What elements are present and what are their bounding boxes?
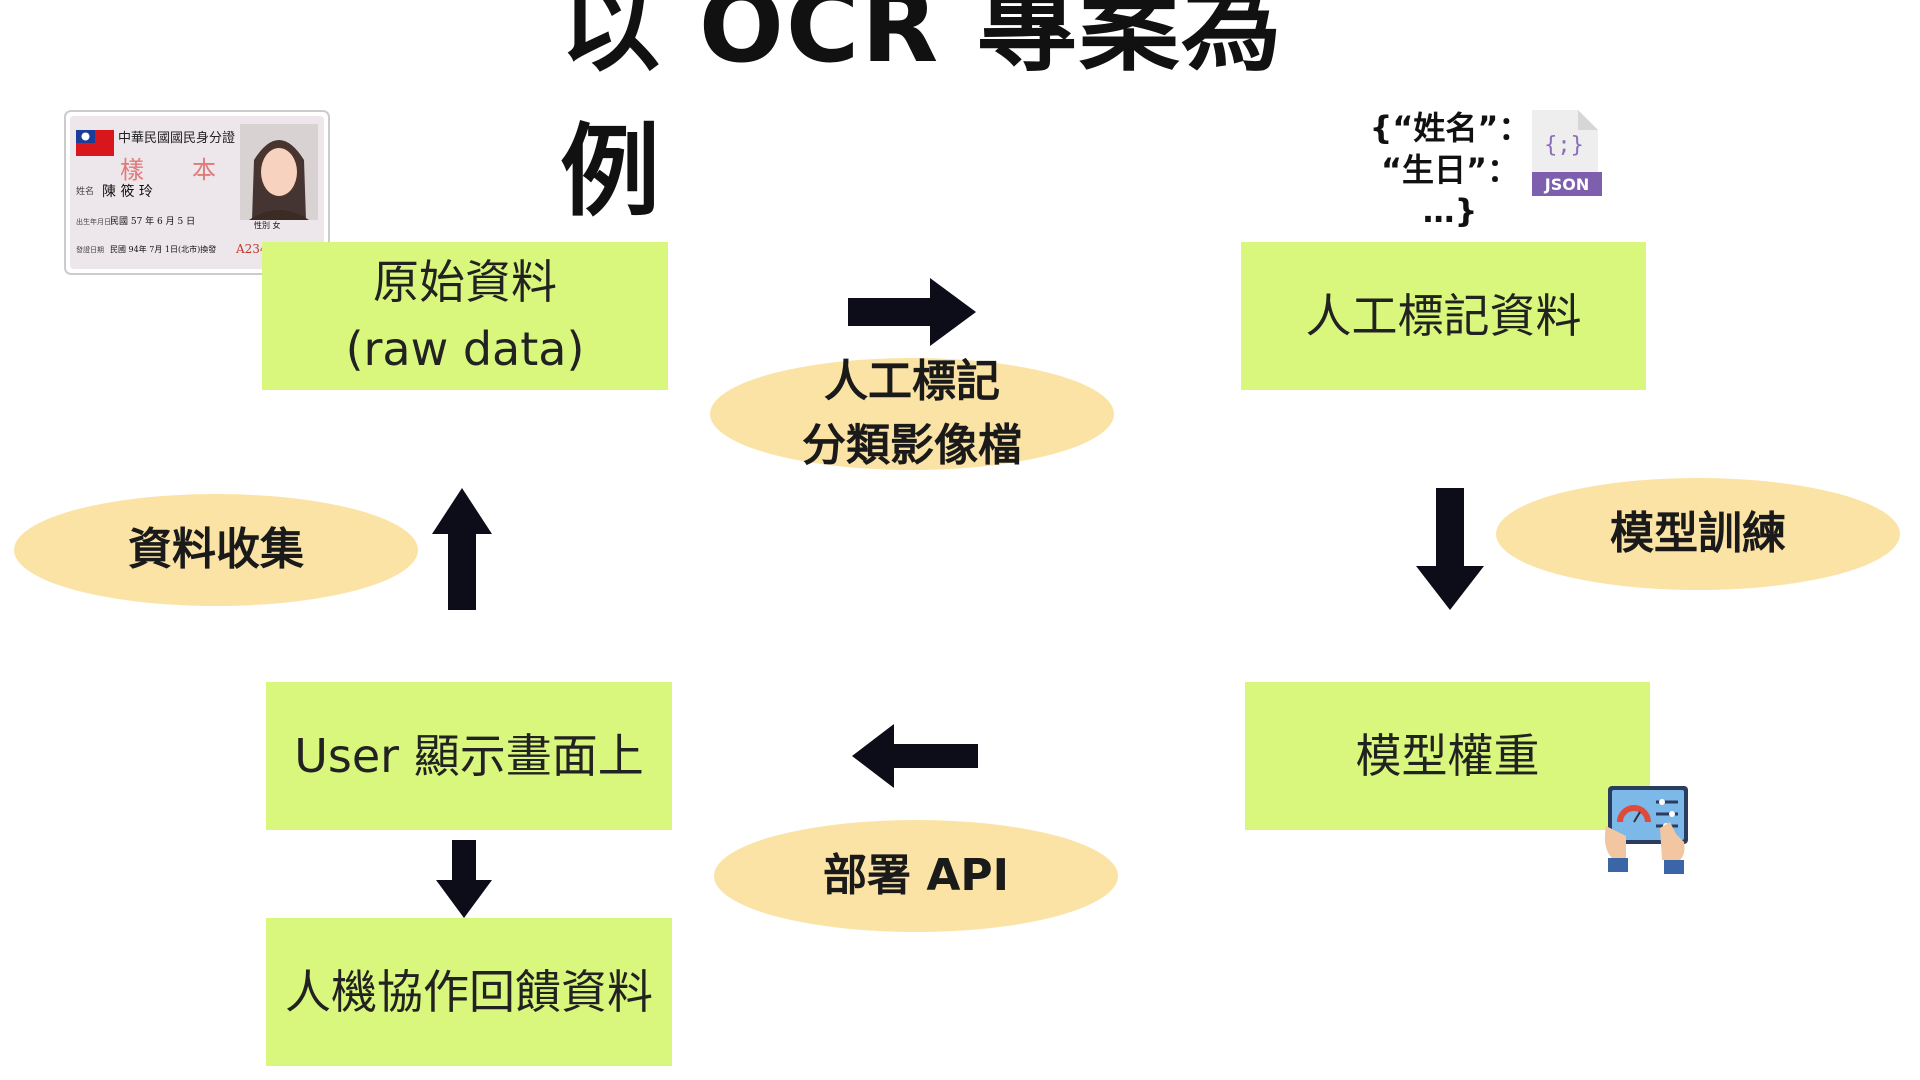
- arrow-down-right: [1416, 488, 1484, 610]
- id-card-issue: 民國 94年 7月 1日(北市)換發: [110, 244, 216, 254]
- manual-label-line1: 人工標記: [824, 356, 1000, 408]
- manual-label-ellipse: 人工標記 分類影像檔: [710, 356, 1114, 471]
- arrow-down-left: [436, 840, 492, 918]
- id-card-watermark-1: 樣: [120, 156, 144, 184]
- id-card-watermark-2: 本: [192, 156, 216, 184]
- json-snippet-line3: …}: [1422, 192, 1478, 231]
- user-display-box: User 顯示畫面上: [266, 682, 672, 830]
- raw-data-label: 原始資料: [373, 255, 557, 310]
- id-card-issue-label: 發證日期: [76, 245, 104, 254]
- id-card-icon: 中華民國國民身分證 樣 本 姓名 陳 筱 玲 出生年月日 民國 57 年 6 月…: [64, 110, 330, 275]
- user-display-label: User 顯示畫面上: [294, 728, 644, 783]
- deploy-api-ellipse: 部署 API: [714, 820, 1118, 932]
- raw-data-sublabel: (raw data): [345, 322, 585, 376]
- id-card-birth-label: 出生年月日: [76, 217, 111, 226]
- arrow-right: [848, 278, 976, 346]
- manual-label-line2: 分類影像檔: [802, 420, 1022, 471]
- data-collection-ellipse: 資料收集: [14, 494, 418, 606]
- id-card-sex: 性別 女: [254, 220, 281, 230]
- model-training-ellipse: 模型訓練: [1496, 478, 1900, 590]
- json-snippet: {“姓名”： “生日”： …}: [1360, 108, 1540, 233]
- id-card-name-label: 姓名: [76, 185, 94, 197]
- id-card-header: 中華民國國民身分證: [118, 130, 235, 146]
- raw-data-box: 原始資料 (raw data): [262, 242, 668, 390]
- json-badge: JSON: [1544, 175, 1589, 194]
- deploy-api-label: 部署 API: [823, 850, 1009, 902]
- id-card-name: 陳 筱 玲: [102, 183, 153, 200]
- model-weights-box: 模型權重: [1245, 682, 1650, 830]
- json-file-icon: {;} JSON: [1528, 108, 1602, 200]
- dashboard-tablet-icon: [1600, 782, 1694, 876]
- arrow-up: [432, 488, 492, 610]
- feedback-data-label: 人機協作回饋資料: [285, 964, 653, 1019]
- model-weights-label: 模型權重: [1355, 728, 1540, 783]
- labeled-data-label: 人工標記資料: [1305, 288, 1582, 343]
- model-training-label: 模型訓練: [1610, 508, 1786, 560]
- labeled-data-box: 人工標記資料: [1241, 242, 1646, 390]
- json-glyph: {;}: [1544, 133, 1584, 158]
- json-snippet-line2: “生日”：: [1380, 150, 1520, 189]
- data-collection-label: 資料收集: [128, 524, 304, 576]
- page-title: 以 OCR 專案為例: [560, 0, 1284, 230]
- json-snippet-line1: {“姓名”：: [1369, 109, 1531, 147]
- arrow-left: [852, 724, 978, 788]
- feedback-data-box: 人機協作回饋資料: [266, 918, 672, 1066]
- id-card-birth: 民國 57 年 6 月 5 日: [110, 215, 195, 227]
